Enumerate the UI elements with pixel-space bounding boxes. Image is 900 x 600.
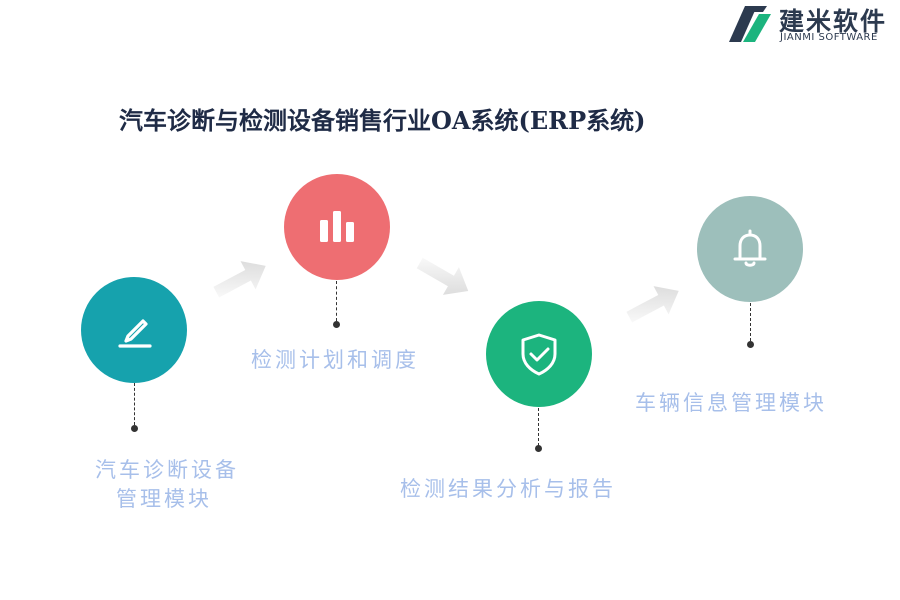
bell-icon [733,229,767,267]
jianmi-logo-icon [729,6,771,42]
step-1-circle [81,277,187,383]
step-2-circle [284,174,390,280]
step-3-dot [535,445,542,452]
step-3-circle [486,301,592,407]
brand-name: 建米软件 [779,7,888,36]
step-1-label-line-1: 汽车诊断设备 [95,458,239,482]
brand-logo: 建米软件 JIANMI SOFTWARE [723,2,900,46]
step-3-connector [538,408,539,446]
flow-arrow-3-icon [626,286,679,323]
step-3-label: 检测结果分析与报告 [400,477,616,501]
step-1-connector [134,383,135,425]
pencil-icon [118,319,152,348]
step-4-connector [750,303,751,341]
step-1-dot [131,425,138,432]
step-4-label: 车辆信息管理模块 [635,391,827,415]
brand-name-en: JIANMI SOFTWARE [780,32,878,43]
step-4-circle [697,196,803,302]
bar-chart-icon [320,211,354,242]
step-1-label-line-2: 管理模块 [116,487,212,511]
step-4-dot [747,341,754,348]
flow-arrow-1-icon [213,261,266,298]
step-2-dot [333,321,340,328]
step-2-connector [336,281,337,321]
flow-arrow-2-icon [416,257,469,295]
shield-check-icon [521,333,557,376]
step-2-label: 检测计划和调度 [251,348,419,372]
page-title: 汽车诊断与检测设备销售行业OA系统(ERP系统) [119,106,646,135]
